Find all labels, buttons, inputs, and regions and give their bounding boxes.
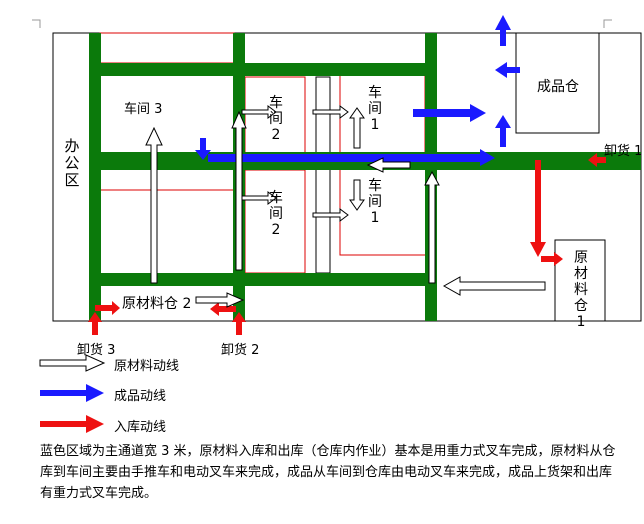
page-corner-mark: [32, 19, 41, 28]
finished-flow-arrows: [195, 15, 520, 166]
workshop2-bottom-label: 车间2: [269, 190, 283, 238]
finished-warehouse-label: 成品仓: [537, 79, 579, 95]
unload1-label: 卸货 1: [604, 144, 643, 159]
white-arrow-left-main-icon: [366, 157, 411, 173]
unload2-label: 卸货 2: [221, 343, 260, 358]
blue-arrow-left-icon: [495, 62, 520, 78]
white-arrow-left-raw1-icon: [442, 276, 546, 296]
unload3-label: 卸货 3: [77, 343, 116, 358]
legend-inbound-label: 入库动线: [114, 420, 167, 435]
legend-finished-arrow-icon: [40, 384, 104, 402]
red-arrow-left-raw2-icon: [210, 302, 236, 316]
white-arrow-up-w1-icon: [349, 107, 365, 149]
white-arrow-up-workshop3-icon: [145, 126, 163, 284]
raw-warehouse2-label: 原材料仓 2: [122, 296, 192, 312]
blue-arrow-to-warehouse-icon: [413, 104, 486, 122]
white-arrow-down-w1-icon: [349, 179, 365, 211]
red-arrow-up-unload2-icon: [232, 312, 246, 335]
raw-warehouse1-label: 原材料仓1: [574, 250, 588, 330]
room-outline-top-left: [99, 32, 235, 64]
blue-arrow-up-lower-icon: [495, 115, 511, 147]
aisle-horizontal-bottom: [89, 273, 437, 286]
office-label: 办公区: [64, 137, 80, 189]
building-outline: [52, 32, 642, 322]
workshop1-top-label: 车间1: [368, 85, 382, 133]
white-arrow-right-w1-bottom-icon: [312, 208, 349, 222]
description-paragraph: 蓝色区域为主通道宽 3 米，原材料入库和出库（仓库内作业）基本是用重力式叉车完成…: [40, 444, 616, 501]
raw-flow-arrows: [145, 105, 546, 308]
blue-arrow-main-right-icon: [208, 149, 495, 166]
red-arrow-unload1-icon: [588, 153, 606, 167]
white-arrow-right-w2-top-icon: [241, 105, 277, 119]
white-arrow-right-raw2-icon: [195, 292, 245, 308]
legend-raw-label: 原材料动线: [114, 359, 180, 374]
white-arrow-right-w1-top-icon: [312, 105, 349, 119]
workshop1-bottom-label: 车间1: [368, 178, 382, 226]
inbound-flow-arrows: [88, 153, 606, 335]
red-arrow-down-icon: [530, 160, 546, 257]
white-arrow-right-w2-bottom-icon: [241, 191, 277, 205]
legend-finished-label: 成品动线: [114, 389, 167, 404]
blue-arrow-down-icon: [195, 138, 211, 160]
raw-warehouse1-room: [554, 239, 606, 322]
finished-warehouse-room: [515, 32, 600, 134]
legend-raw-arrow-icon: [39, 354, 106, 372]
legend-inbound-arrow-icon: [40, 415, 104, 433]
workshop2-top-label: 车间2: [269, 95, 283, 143]
blue-arrow-up-top-icon: [495, 15, 511, 46]
aisle-horizontal-top: [89, 63, 437, 76]
workshop3-label: 车间 3: [124, 102, 163, 117]
narrow-passage: [315, 76, 331, 274]
white-arrow-up-mid-icon: [231, 110, 247, 271]
room-outline-workshop1-bottom: [339, 170, 425, 256]
page-corner-mark: [603, 19, 612, 28]
red-arrow-up-unload3-icon: [88, 312, 102, 335]
aisle-vertical-left: [89, 33, 101, 321]
white-arrow-up-right-icon: [424, 170, 440, 284]
red-arrow-right-raw2-icon: [95, 301, 120, 315]
red-arrow-to-raw1-icon: [541, 252, 563, 266]
